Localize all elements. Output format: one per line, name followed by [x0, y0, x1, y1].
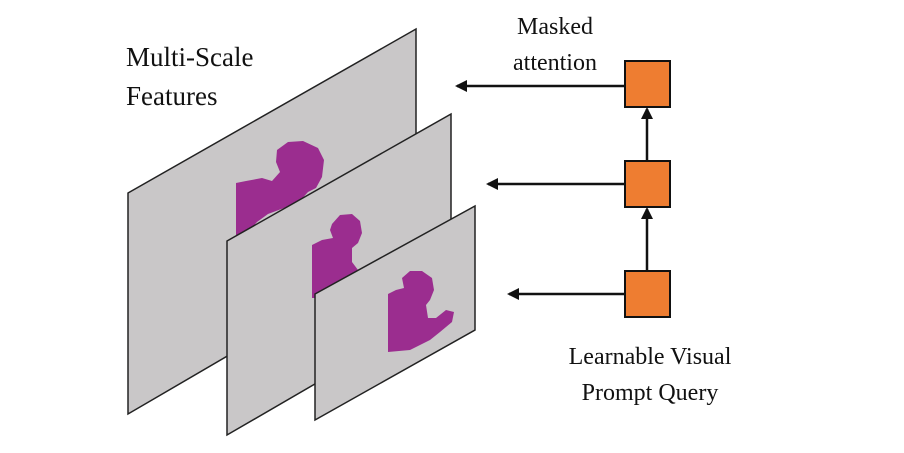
- query-token-bottom: [624, 270, 671, 318]
- features-label-line1: Multi-Scale: [126, 42, 253, 72]
- feature-map-small: [314, 204, 476, 422]
- query-label-line2: Prompt Query: [582, 380, 719, 406]
- person-mask-large: [236, 141, 324, 237]
- attention-label-line1: Masked: [517, 14, 593, 40]
- attention-label-line2: attention: [513, 50, 597, 76]
- query-token-top: [624, 60, 671, 108]
- query-label-line1: Learnable Visual: [569, 344, 732, 370]
- features-label-line2: Features: [126, 81, 217, 111]
- query-token-middle: [624, 160, 671, 208]
- person-mask-small: [388, 271, 454, 352]
